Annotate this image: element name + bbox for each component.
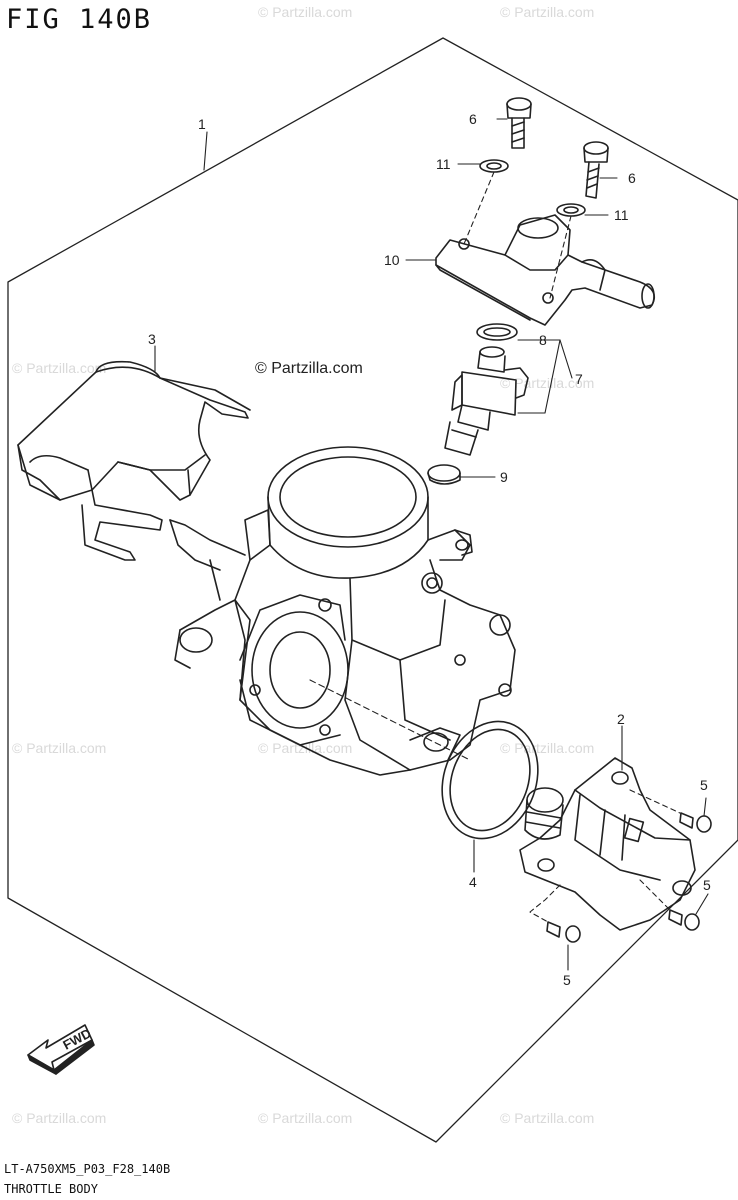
- callout-10: 10: [384, 252, 400, 268]
- watermark: © Partzilla.com: [500, 4, 595, 20]
- bolt-part: [506, 97, 532, 149]
- throttle-sensor-part: [519, 757, 696, 931]
- watermark: © Partzilla.com: [12, 740, 107, 756]
- callout-11: 11: [436, 156, 451, 172]
- o-ring-part: [476, 323, 518, 341]
- fwd-arrow-icon: FWD: [27, 1024, 95, 1075]
- callout-5: 5: [703, 877, 711, 893]
- watermark: © Partzilla.com: [258, 1110, 353, 1126]
- figure-title: FIG 140B: [6, 4, 153, 35]
- callout-3: 3: [148, 331, 156, 347]
- callout-8: 8: [539, 332, 547, 348]
- watermark: © Partzilla.com: [12, 1110, 107, 1126]
- fuel-injector-part: [444, 346, 529, 456]
- screw-part: [668, 909, 700, 931]
- callout-7: 7: [575, 371, 583, 387]
- figure-code: LT-A750XM5_P03_F28_140B: [4, 1162, 171, 1176]
- callout-2: 2: [617, 711, 625, 727]
- seal-part: [427, 464, 461, 482]
- callout-4: 4: [469, 874, 477, 890]
- washer-part: [479, 159, 509, 173]
- watermark: © Partzilla.com: [258, 4, 353, 20]
- center-watermark: © Partzilla.com: [255, 360, 363, 377]
- bracket-part: [17, 360, 251, 561]
- callout-6: 6: [628, 170, 636, 186]
- gasket-part: [441, 720, 539, 840]
- figure-name: THROTTLE BODY: [4, 1182, 98, 1196]
- assembly-outline: [7, 37, 738, 1143]
- callout-9: 9: [500, 469, 508, 485]
- callout-5: 5: [563, 972, 571, 988]
- callout-1: 1: [198, 116, 206, 132]
- watermark: © Partzilla.com: [500, 1110, 595, 1126]
- callout-11: 11: [614, 207, 629, 223]
- leader-lines: [154, 118, 709, 971]
- watermark: © Partzilla.com: [12, 360, 107, 376]
- callout-6: 6: [469, 111, 477, 127]
- washer-part: [556, 203, 586, 217]
- screw-part: [679, 812, 712, 833]
- callout-5: 5: [700, 777, 708, 793]
- throttle-body: [169, 446, 516, 776]
- bolt-part: [583, 141, 609, 199]
- fuel-holder-part: [435, 214, 656, 326]
- screw-part: [546, 921, 581, 943]
- watermark: © Partzilla.com: [500, 375, 595, 391]
